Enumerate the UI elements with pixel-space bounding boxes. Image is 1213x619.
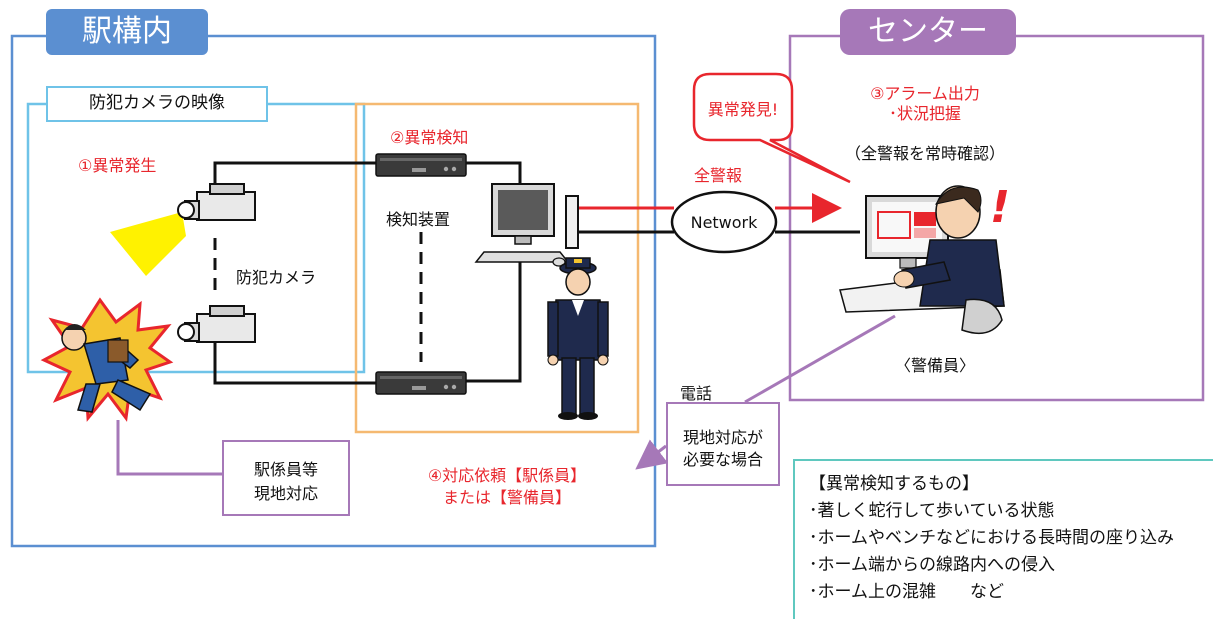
confirm-all-label: （全警報を常時確認） — [844, 144, 1005, 163]
detector-area-box — [354, 102, 640, 434]
detection-item: ･ホームやベンチなどにおける長時間の座り込み — [809, 528, 1174, 548]
camera-light-beam — [110, 212, 186, 276]
all-alarms-label: 全警報 — [694, 166, 743, 185]
camera-icon — [177, 183, 256, 221]
step2-label: ②異常検知 — [390, 128, 469, 147]
onsite-needed-line1: 現地対応が — [682, 428, 763, 447]
exclamation-icon: ! — [990, 182, 1010, 233]
wiring — [213, 161, 860, 385]
station-region-border — [10, 34, 657, 548]
step3-label-line2: ･状況把握 — [888, 104, 961, 123]
request-arrow — [635, 439, 669, 470]
computer-icon — [474, 183, 579, 267]
onsite-needed-line2: 必要な場合 — [682, 450, 763, 469]
detection-item: ･著しく蛇行して歩いている状態 — [809, 501, 1055, 521]
detector-device-icon — [375, 153, 467, 177]
detector-label: 検知装置 — [386, 210, 451, 229]
detector-device-icon — [375, 371, 467, 395]
phone-line — [744, 314, 896, 404]
step1-label: ①異常発生 — [78, 156, 157, 175]
staff-onsite-box: 駅係員等 現地対応 — [222, 440, 350, 516]
onsite-needed-box: 現地対応が 必要な場合 — [666, 402, 780, 486]
camera-label: 防犯カメラ — [236, 268, 317, 287]
staff-connector — [116, 420, 222, 476]
dashed-links — [213, 232, 423, 362]
station-region-label: 駅構内 — [46, 9, 208, 55]
guard-at-monitor-icon — [839, 185, 1005, 335]
staff-onsite-line2: 現地対応 — [253, 484, 318, 503]
step4-label-line2: または【警備員】 — [442, 488, 571, 507]
center-region-label: センター — [840, 9, 1016, 55]
step4-label-line1: ④対応依頼【駅係員】 — [427, 466, 587, 485]
station-staff-icon — [547, 257, 609, 420]
step3-label-line1: ③アラーム出力 — [870, 84, 980, 103]
network-label: Network — [690, 213, 758, 232]
fallen-person-icon — [40, 297, 174, 422]
guard-label: 〈警備員〉 — [894, 356, 975, 375]
detection-item: ･ホーム端からの線路内への侵入 — [809, 555, 1055, 575]
detection-item: ･ホーム上の混雑 など — [809, 582, 1004, 602]
detection-notes: 【異常検知するもの】 ･著しく蛇行して歩いている状態 ･ホームやベンチなどにおけ… — [793, 459, 1213, 619]
staff-onsite-line1: 駅係員等 — [253, 460, 318, 479]
speech-bubble — [692, 72, 851, 184]
phone-label: 電話 — [680, 384, 713, 403]
speech-bubble-text: 異常発見! — [707, 100, 779, 119]
camera-video-label: 防犯カメラの映像 — [46, 86, 268, 122]
network-ellipse — [670, 190, 778, 254]
camera-icon — [177, 305, 256, 343]
detection-notes-title: 【異常検知するもの】 — [809, 474, 979, 494]
